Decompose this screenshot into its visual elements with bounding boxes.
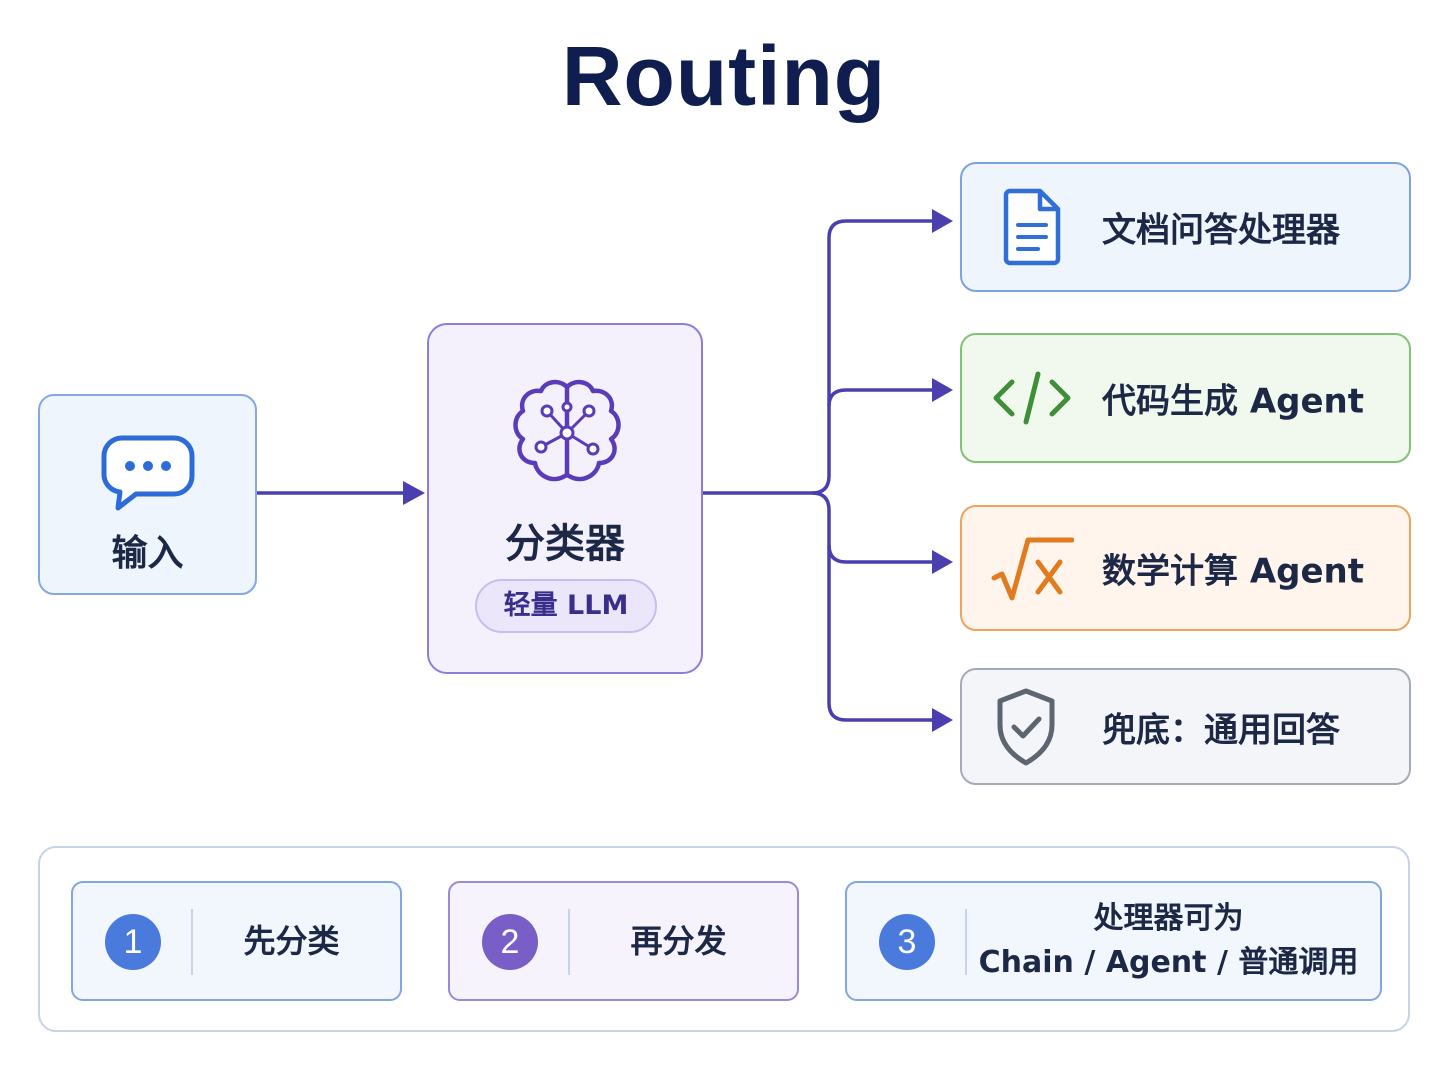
page-title: Routing — [561, 29, 887, 123]
arrowhead-code — [932, 378, 953, 402]
step-label: 先分类 — [243, 922, 340, 960]
step-label-line2: Chain / Agent / 普通调用 — [978, 945, 1359, 980]
step-text: 先分类 — [193, 883, 390, 999]
chat-bubble-icon — [101, 435, 195, 511]
handler-doc-label: 文档问答处理器 — [1102, 210, 1340, 251]
document-icon — [1003, 188, 1061, 266]
steps-panel: 1 先分类 2 再分发 3 处理器可为 Chain / Agent / 普通调用 — [38, 846, 1410, 1032]
arrow-to-doc-handler — [811, 219, 940, 495]
arrow-to-fallback-handler — [827, 545, 940, 722]
arrowhead-math — [932, 550, 953, 574]
handler-math-agent: 数学计算 Agent — [960, 505, 1411, 631]
arrow-to-math-handler — [811, 491, 940, 564]
input-label: 输入 — [111, 533, 184, 574]
handler-math-label: 数学计算 Agent — [1102, 551, 1365, 592]
step-label-line1: 处理器可为 — [1093, 901, 1244, 936]
arrowhead-classifier — [403, 481, 425, 505]
code-icon — [993, 371, 1071, 425]
step-dispatch: 2 再分发 — [448, 881, 799, 1001]
step-label: 再分发 — [630, 922, 727, 960]
step-divider — [965, 909, 967, 975]
brain-network-icon — [513, 379, 621, 482]
step-number-badge: 1 — [105, 914, 161, 970]
arrowhead-fallback — [932, 708, 953, 732]
handler-fallback: 兜底：通用回答 — [960, 668, 1411, 785]
handler-doc-qa: 文档问答处理器 — [960, 162, 1411, 292]
step-divider — [191, 909, 193, 975]
step-handler-types: 3 处理器可为 Chain / Agent / 普通调用 — [845, 881, 1382, 1001]
classifier-node: 分类器 轻量 LLM — [427, 323, 703, 674]
arrowhead-doc — [932, 209, 953, 233]
step-classify: 1 先分类 — [71, 881, 402, 1001]
step-divider — [568, 909, 570, 975]
handler-code-agent: 代码生成 Agent — [960, 333, 1411, 463]
input-node: 输入 — [38, 394, 257, 595]
arrow-to-code-handler — [827, 388, 940, 407]
step-number-badge: 3 — [879, 914, 935, 970]
shield-check-icon — [997, 688, 1055, 765]
handler-code-label: 代码生成 Agent — [1102, 381, 1365, 422]
classifier-label: 分类器 — [505, 521, 625, 567]
step-number-badge: 2 — [482, 914, 538, 970]
handler-fallback-label: 兜底：通用回答 — [1102, 710, 1340, 750]
step-text: 处理器可为 Chain / Agent / 普通调用 — [967, 883, 1370, 999]
classifier-badge: 轻量 LLM — [475, 579, 657, 633]
step-text: 再分发 — [570, 883, 787, 999]
square-root-icon — [991, 537, 1074, 601]
